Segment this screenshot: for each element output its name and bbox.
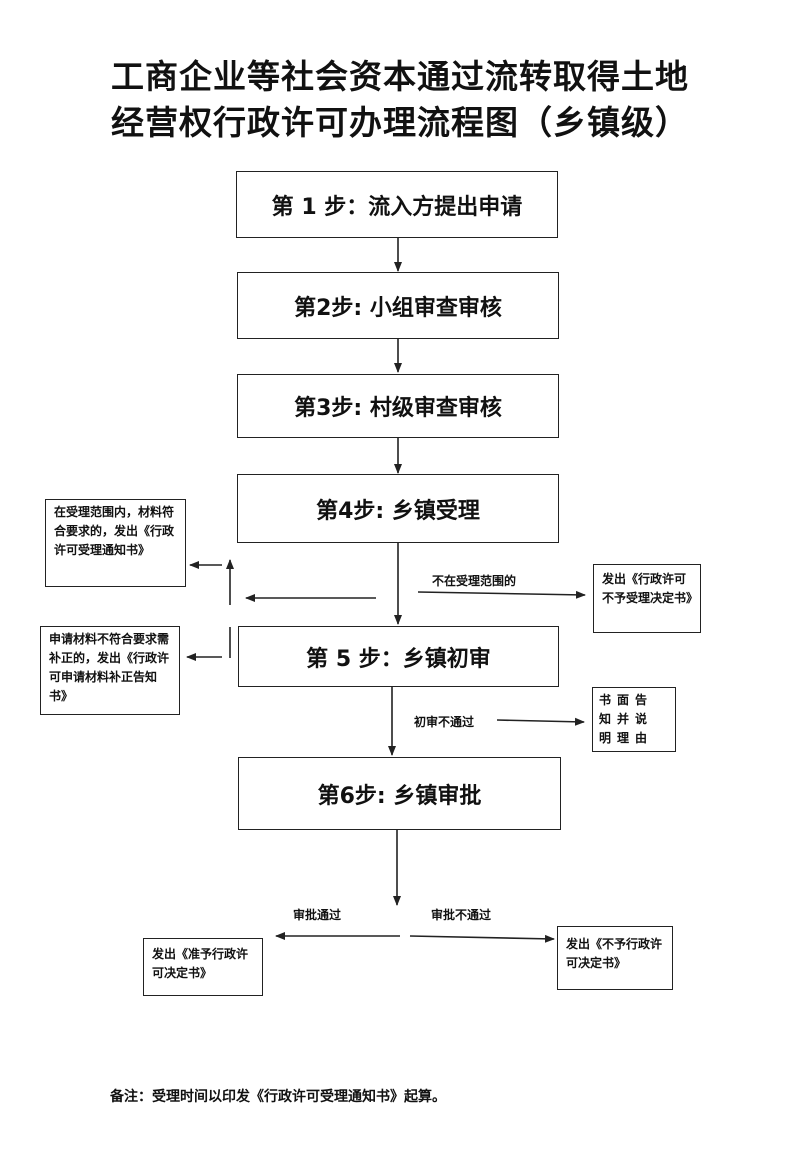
step-4-label: 第4步: 乡镇受理 <box>316 498 480 524</box>
reject-accept-box: 发出《行政许可不予受理决定书》 <box>593 564 701 633</box>
supplement-notice-box: 申请材料不符合要求需补正的，发出《行政许可申请材料补正告知书》 <box>40 626 180 715</box>
approved-label: 审批通过 <box>293 908 342 922</box>
not-approved-label: 审批不通过 <box>431 908 492 922</box>
step-2-box: 第2步: 小组审查审核 <box>237 272 559 339</box>
step-5-label: 第 5 步：乡镇初审 <box>306 646 491 672</box>
step-1-label: 第 1 步：流入方提出申请 <box>271 194 523 220</box>
step-6-label: 第6步: 乡镇审批 <box>317 783 482 809</box>
deny-decision-box: 发出《不予行政许可决定书》 <box>557 926 673 990</box>
step-6-box: 第6步: 乡镇审批 <box>238 757 561 830</box>
accept-notice-box: 在受理范围内，材料符合要求的，发出《行政许可受理通知书》 <box>45 499 186 587</box>
step-3-label: 第3步: 村级审查审核 <box>294 396 502 421</box>
title-line-1: 工商企业等社会资本通过流转取得土地 <box>111 57 689 96</box>
arrow-not-in-scope <box>417 590 586 599</box>
step-3-box: 第3步: 村级审查审核 <box>237 374 559 438</box>
step-1-box: 第 1 步：流入方提出申请 <box>236 171 558 238</box>
step-2-label: 第2步: 小组审查审核 <box>294 295 502 321</box>
step-4-box: 第4步: 乡镇受理 <box>237 474 559 543</box>
title-line-2: 经营权行政许可办理流程图（乡镇级） <box>111 103 689 142</box>
not-in-scope-label: 不在受理范围的 <box>432 574 517 588</box>
initial-fail-label: 初审不通过 <box>414 715 475 729</box>
footer-note: 备注：受理时间以印发《行政许可受理通知书》起算。 <box>110 1089 446 1105</box>
arrow-initial-fail <box>496 717 585 726</box>
approve-decision-box: 发出《准予行政许可决定书》 <box>143 938 263 996</box>
step-5-box: 第 5 步：乡镇初审 <box>238 626 559 687</box>
arrow-not-approved <box>409 934 555 943</box>
written-notice-box: 书面告知并说明理由 <box>592 687 676 752</box>
